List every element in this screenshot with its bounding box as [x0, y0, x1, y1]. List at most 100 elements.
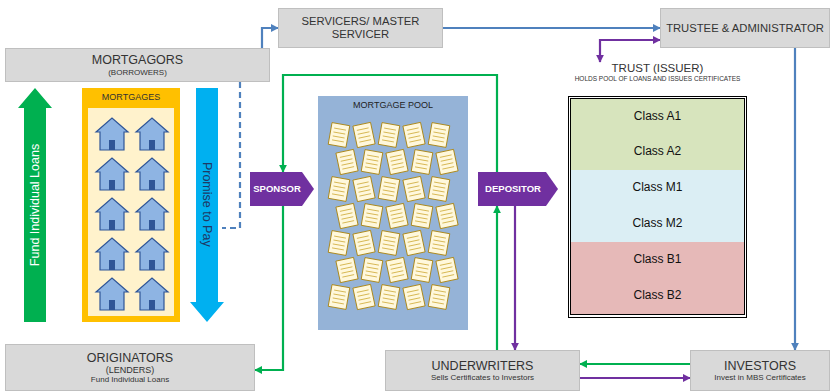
document-icon: [378, 285, 400, 310]
document-icon: [336, 203, 358, 228]
document-line: [340, 155, 352, 157]
document-sheet: [336, 257, 358, 282]
document-line: [433, 294, 445, 296]
document-line: [441, 267, 453, 269]
document-line: [359, 302, 371, 304]
document-icon: [403, 176, 425, 201]
document-line: [417, 209, 429, 211]
party-box: SERVICERS/ MASTER SERVICER: [278, 8, 443, 48]
document-line: [340, 209, 352, 211]
party-box: TRUSTEE & ADMINISTRATOR: [660, 8, 830, 48]
document-line: [357, 236, 369, 238]
document-line: [333, 244, 345, 246]
document-line: [366, 163, 378, 165]
house-door: [109, 180, 115, 190]
node-text: Class A1: [634, 110, 681, 124]
document-line: [333, 132, 345, 134]
document-icon: [328, 177, 350, 202]
document-line: [366, 271, 378, 273]
house-icon: [136, 238, 168, 270]
document-icon: [386, 203, 408, 228]
house-icon: [96, 278, 128, 310]
document-sheet: [361, 258, 383, 283]
document-icon: [378, 123, 400, 148]
document-icon: [428, 285, 450, 310]
node-text: TRUST (ISSUER): [612, 62, 704, 75]
document-sheet: [436, 257, 458, 282]
document-line: [392, 217, 404, 219]
document-icon: [411, 258, 433, 283]
document-icon: [436, 149, 458, 174]
document-sheet: [336, 149, 358, 174]
panel-inner: [88, 108, 174, 316]
document-icon: [428, 123, 450, 148]
document-line: [416, 163, 428, 165]
document-line: [392, 271, 404, 273]
document-line: [442, 217, 454, 219]
document-line: [391, 267, 403, 269]
document-line: [333, 190, 345, 192]
document-line: [415, 221, 427, 223]
node-text: Class M2: [632, 217, 682, 231]
document-line: [334, 290, 346, 292]
connector: [222, 82, 240, 228]
arrow-body: [250, 172, 314, 206]
document-line: [384, 182, 396, 184]
document-sheet: [336, 203, 358, 228]
document-line: [433, 244, 445, 246]
document-line: [365, 275, 377, 277]
node-text: SERVICERS/ MASTER SERVICER: [279, 15, 442, 41]
node-text: MORTGAGE POOL: [353, 100, 433, 110]
document-icon: [353, 284, 375, 309]
document-sheet: [436, 203, 458, 228]
document-line: [382, 194, 394, 196]
document-line: [366, 267, 378, 269]
house-icon: [136, 278, 168, 310]
document-line: [442, 221, 454, 223]
document-line: [433, 190, 445, 192]
document-line: [391, 159, 403, 161]
document-line: [359, 136, 371, 138]
document-sheet: [353, 176, 375, 201]
document-sheet: [386, 149, 408, 174]
house-door: [109, 220, 115, 230]
document-sheet: [411, 204, 433, 229]
document-sheet: [428, 231, 450, 256]
document-line: [342, 167, 354, 169]
document-icon: [386, 257, 408, 282]
node-text: Fund Individual Loans: [91, 375, 169, 384]
document-sheet: [411, 150, 433, 175]
house-door: [149, 180, 155, 190]
document-icon: [328, 285, 350, 310]
document-line: [434, 236, 446, 238]
document-line: [341, 213, 353, 215]
document-line: [392, 167, 404, 169]
trust-group: TRUST (ISSUER)HOLDS POOL OF LOANS AND IS…: [570, 62, 745, 320]
houses-illustration: [82, 88, 180, 322]
document-line: [341, 267, 353, 269]
document-line: [334, 236, 346, 238]
document-line: [359, 194, 371, 196]
connector: [600, 40, 660, 62]
house-icon: [96, 118, 128, 150]
document-line: [409, 298, 421, 300]
document-line: [359, 190, 371, 192]
connector: [794, 48, 796, 350]
connector: [443, 27, 660, 29]
document-sheet: [328, 177, 350, 202]
document-line: [342, 163, 354, 165]
document-sheet: [403, 284, 425, 309]
arrow-body: [478, 172, 558, 206]
document-sheet: [328, 285, 350, 310]
document-line: [432, 302, 444, 304]
house-door: [149, 300, 155, 310]
node-text: Promise to Pay: [200, 162, 214, 247]
document-line: [407, 290, 419, 292]
document-line: [417, 263, 429, 265]
document-sheet: [328, 123, 350, 148]
document-line: [382, 302, 394, 304]
class-box: Class M2: [570, 206, 745, 243]
document-line: [432, 248, 444, 250]
document-line: [333, 298, 345, 300]
